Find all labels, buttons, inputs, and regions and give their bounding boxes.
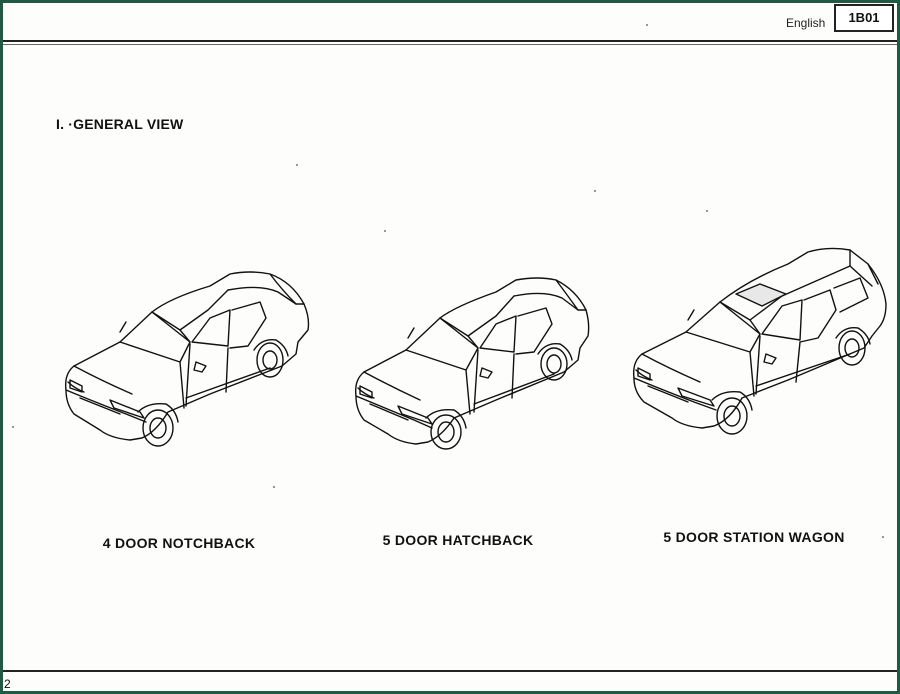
header-rule (3, 40, 897, 42)
page-number: 2 (4, 677, 11, 691)
caption-5-door-hatchback: 5 DOOR HATCHBACK (382, 532, 534, 548)
caption-5-door-station-wagon: 5 DOOR STATION WAGON (663, 529, 845, 545)
scan-speck (882, 536, 884, 538)
scan-speck (594, 190, 596, 192)
language-label: English (786, 16, 826, 30)
scan-speck (12, 426, 14, 428)
station-wagon-drawing (628, 244, 890, 440)
scan-speck (273, 486, 275, 488)
footer-rule (3, 670, 897, 672)
scan-speck (384, 230, 386, 232)
sedan-notchback-drawing (60, 262, 315, 452)
caption-4-door-notchback: 4 DOOR NOTCHBACK (102, 535, 256, 551)
section-title: I. ·GENERAL VIEW (56, 116, 184, 132)
sedan-hatchback-drawing (350, 272, 595, 452)
section-code-box: 1B01 (834, 4, 894, 32)
scan-speck (706, 210, 708, 212)
scan-speck (646, 24, 648, 26)
scan-speck (296, 164, 298, 166)
header-rule-secondary (3, 44, 897, 45)
